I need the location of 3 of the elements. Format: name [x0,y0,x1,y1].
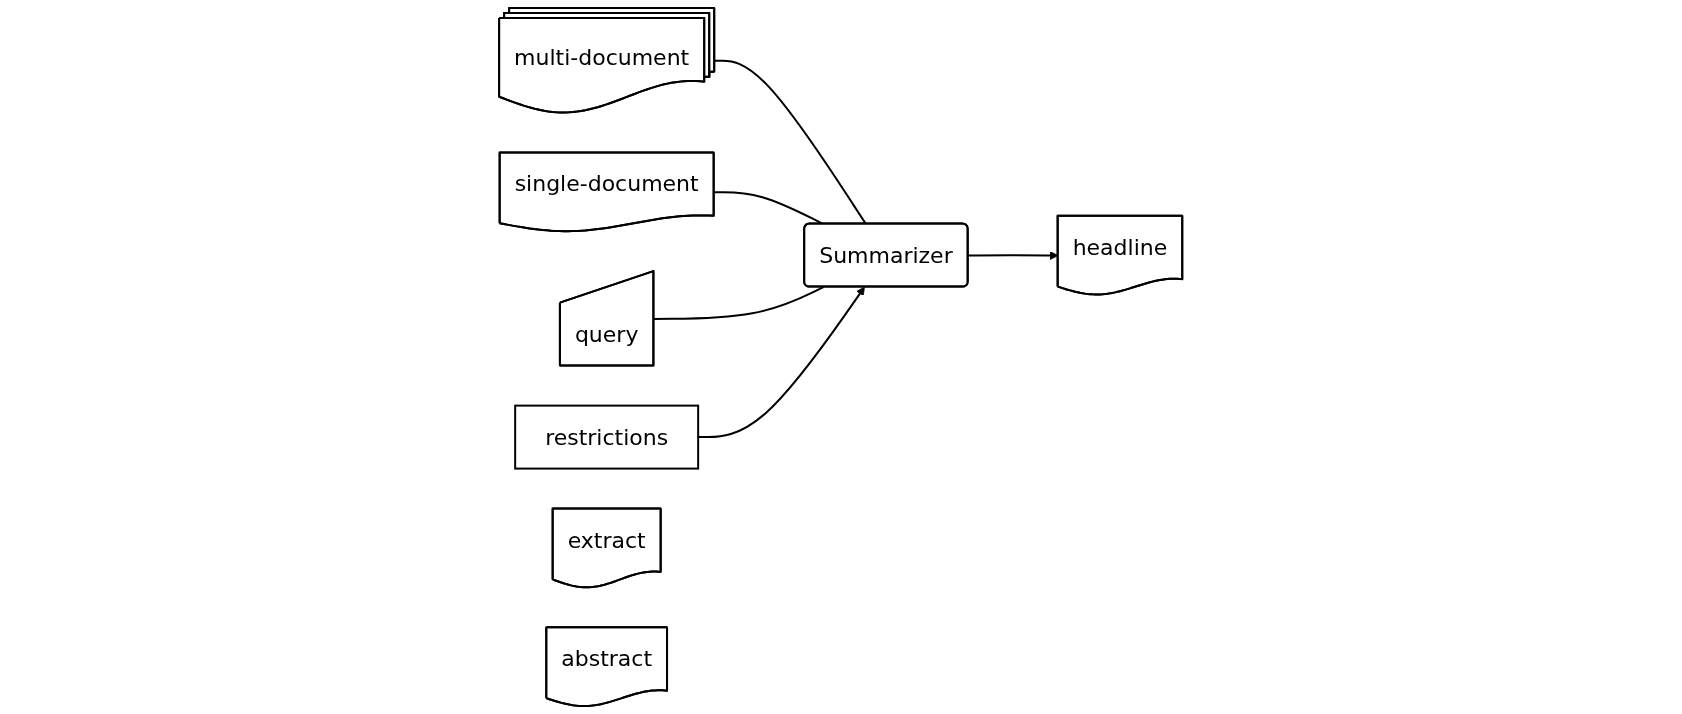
arrow [967,251,1059,260]
connector [653,286,825,320]
node-box: restrictions [514,404,700,470]
